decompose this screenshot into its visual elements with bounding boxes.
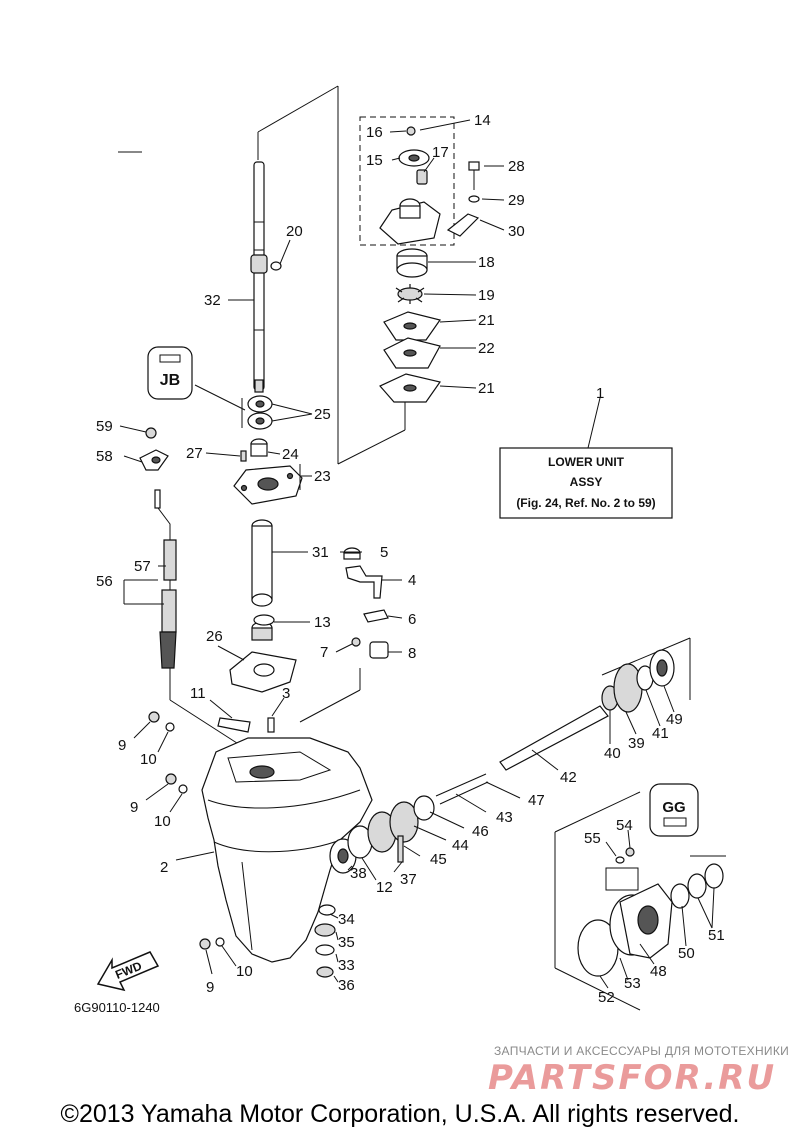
callout-12: 12 xyxy=(376,879,393,896)
callout-11: 11 xyxy=(190,685,206,702)
callout-48: 48 xyxy=(650,963,667,980)
callout-25: 25 xyxy=(314,406,331,423)
callout-40: 40 xyxy=(604,745,621,762)
callout-3: 3 xyxy=(282,685,290,702)
svg-text:GG: GG xyxy=(662,799,685,816)
callout-34: 34 xyxy=(338,911,355,928)
lower-casing xyxy=(201,737,373,963)
callout-2: 2 xyxy=(160,859,168,876)
svg-text:(Fig. 24, Ref. No. 2 to 59): (Fig. 24, Ref. No. 2 to 59) xyxy=(516,496,655,510)
guide-lines xyxy=(169,85,691,1011)
assy-box: LOWER UNIT ASSY (Fig. 24, Ref. No. 2 to … xyxy=(499,397,673,519)
callout-16: 16 xyxy=(366,124,383,141)
svg-text:ASSY: ASSY xyxy=(570,475,603,489)
watermark-logo: PARTSFOR.RU xyxy=(488,1058,777,1098)
callout-21b: 21 xyxy=(478,380,495,397)
leader-lines xyxy=(118,119,715,989)
callout-58: 58 xyxy=(96,448,113,465)
callout-47: 47 xyxy=(528,792,545,809)
callout-44: 44 xyxy=(452,837,469,854)
callout-10c: 10 xyxy=(236,963,253,980)
callout-23: 23 xyxy=(314,468,331,485)
callout-19: 19 xyxy=(478,287,495,304)
callout-57: 57 xyxy=(134,558,151,575)
callout-52: 52 xyxy=(598,989,615,1006)
callout-15: 15 xyxy=(366,152,383,169)
water-pump-kit-box xyxy=(359,116,455,246)
callout-20: 20 xyxy=(286,223,303,240)
callout-4: 4 xyxy=(408,572,416,589)
callout-54: 54 xyxy=(616,817,633,834)
callout-32: 32 xyxy=(204,292,221,309)
callout-14: 14 xyxy=(474,112,491,129)
callout-53: 53 xyxy=(624,975,641,992)
callout-38: 38 xyxy=(350,865,367,882)
propeller-shaft-housing xyxy=(577,847,726,977)
shift-rod-assembly xyxy=(139,427,177,669)
callout-10a: 10 xyxy=(140,751,157,768)
callout-26: 26 xyxy=(206,628,223,645)
grease-badge: GG xyxy=(649,783,699,837)
copyright-notice: ©2013 Yamaha Motor Corporation, U.S.A. A… xyxy=(60,1100,740,1128)
forward-arrow: FWD xyxy=(96,951,160,992)
bearing-housing xyxy=(233,438,303,505)
callout-37: 37 xyxy=(400,871,417,888)
screws xyxy=(148,711,225,950)
svg-text:LOWER UNIT: LOWER UNIT xyxy=(548,455,625,469)
callout-30: 30 xyxy=(508,223,525,240)
callout-46: 46 xyxy=(472,823,489,840)
callout-39: 39 xyxy=(628,735,645,752)
callout-17: 17 xyxy=(432,144,449,161)
callout-10b: 10 xyxy=(154,813,171,830)
drive-shaft-tube xyxy=(251,519,273,641)
callout-6: 6 xyxy=(408,611,416,628)
callout-41: 41 xyxy=(652,725,669,742)
callout-8: 8 xyxy=(408,645,416,662)
callout-35: 35 xyxy=(338,934,355,951)
callout-9c: 9 xyxy=(206,979,214,996)
callout-33: 33 xyxy=(338,957,355,974)
callout-59: 59 xyxy=(96,418,113,435)
callout-43: 43 xyxy=(496,809,513,826)
callout-13: 13 xyxy=(314,614,331,631)
callout-22: 22 xyxy=(478,340,495,357)
callout-9a: 9 xyxy=(118,737,126,754)
callout-5: 5 xyxy=(380,544,388,561)
svg-text:JB: JB xyxy=(160,372,180,389)
drive-shaft xyxy=(250,161,268,393)
callout-49: 49 xyxy=(666,711,683,728)
callout-21a: 21 xyxy=(478,312,495,329)
shift-linkage xyxy=(343,547,389,659)
callout-42: 42 xyxy=(560,769,577,786)
callout-50: 50 xyxy=(678,945,695,962)
callout-24: 24 xyxy=(282,446,299,463)
figure-part-code: 6G90110-1240 xyxy=(74,1000,160,1015)
callout-27: 27 xyxy=(186,445,203,462)
watermark-caption: ЗАПЧАСТИ И АКСЕССУАРЫ ДЛЯ МОТОТЕХНИКИ xyxy=(494,1044,790,1058)
bearings xyxy=(241,395,273,430)
callout-labels: 1 2 3 4 5 6 7 8 9 9 9 10 10 10 11 12 13 … xyxy=(96,112,725,1006)
gear-train xyxy=(314,649,675,978)
callout-18: 18 xyxy=(478,254,495,271)
callout-51: 51 xyxy=(708,927,725,944)
callout-31: 31 xyxy=(312,544,329,561)
callout-56: 56 xyxy=(96,573,113,590)
callout-45: 45 xyxy=(430,851,447,868)
callout-36: 36 xyxy=(338,977,355,994)
callout-29: 29 xyxy=(508,192,525,209)
water-pump-parts xyxy=(379,126,480,403)
callout-7: 7 xyxy=(320,644,328,661)
callout-9b: 9 xyxy=(130,799,138,816)
callout-28: 28 xyxy=(508,158,525,175)
threadlock-badge: JB xyxy=(147,346,193,400)
callout-55: 55 xyxy=(584,830,601,847)
callout-1: 1 xyxy=(596,385,604,402)
